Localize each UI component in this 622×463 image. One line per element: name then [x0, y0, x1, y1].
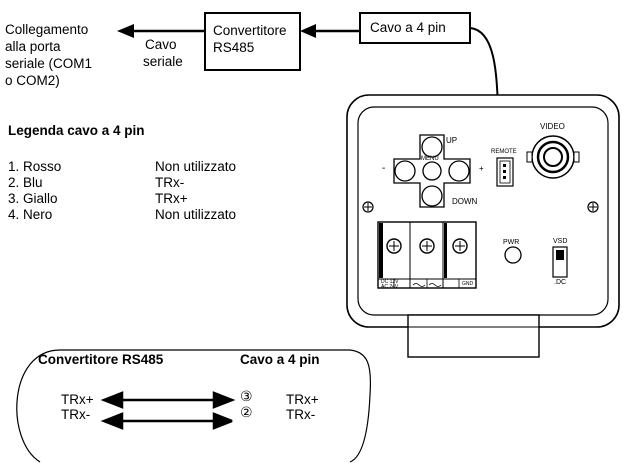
dpad — [393, 134, 471, 208]
cable-to-converter-arrowhead — [300, 24, 316, 38]
video-connector — [526, 135, 580, 179]
cable-4pin-label: Cavo a 4 pin — [370, 20, 446, 35]
camera-minus-label: - — [382, 163, 386, 174]
serial-cable-label-2: seriale — [143, 54, 183, 69]
wiring-right-trx-minus: TRx- — [286, 407, 316, 422]
camera-plus-label: + — [479, 164, 484, 173]
pc-link-line-3: seriale (COM1 — [5, 56, 93, 71]
wiring-pin-3: ③ — [240, 388, 253, 404]
wiring-right-trx-plus: TRx+ — [286, 392, 319, 407]
wiring-left-trx-minus: TRx- — [61, 407, 91, 422]
converter-label-2: RS485 — [213, 40, 255, 55]
legend-wire-4: 4. Nero — [8, 207, 53, 222]
cable-4pin-box — [359, 12, 471, 44]
legend-wire-2: 2. Blu — [8, 175, 43, 190]
serial-cable-label-1: Cavo — [145, 37, 177, 52]
wiring-arrows — [100, 391, 236, 430]
legend-title: Legenda cavo a 4 pin — [8, 123, 145, 138]
vsd-switch — [552, 246, 568, 278]
wiring-right-title: Cavo a 4 pin — [240, 352, 320, 367]
pc-link-line-1: Collegamento — [5, 22, 89, 37]
wiring-left-trx-plus: TRx+ — [61, 392, 94, 407]
converter-box — [204, 12, 301, 71]
pc-link-line-2: alla porta — [5, 39, 61, 54]
legend-signal-2: TRx- — [155, 175, 185, 190]
legend-signal-3: TRx+ — [155, 191, 188, 206]
camera-down-label: DOWN — [452, 197, 478, 206]
wiring-panel-outline — [16, 349, 372, 463]
terminal-block — [377, 221, 477, 289]
legend-wire-3: 3. Giallo — [8, 191, 58, 206]
camera-vsd-label: VSD — [553, 238, 568, 245]
remote-connector — [496, 157, 514, 187]
pwr-led — [504, 246, 522, 264]
legend-signal-1: Non utilizzato — [155, 159, 237, 174]
legend-signal-4: Non utilizzato — [155, 207, 237, 222]
terminal-power-label-2: AC 24V — [381, 284, 399, 290]
terminal-gnd-label: GND — [462, 281, 474, 287]
camera-pwr-label: PWR — [503, 239, 520, 246]
pc-link-line-4: o COM2) — [5, 73, 60, 88]
camera-menu-label: MENU — [421, 156, 439, 162]
wiring-pin-2: ② — [240, 404, 253, 420]
camera-dc-label: .DC — [554, 279, 567, 286]
camera-video-label: VIDEO — [540, 122, 565, 131]
legend-wire-1: 1. Rosso — [8, 159, 62, 174]
wiring-left-title: Convertitore RS485 — [38, 352, 164, 367]
converter-label-1: Convertitore — [213, 23, 287, 38]
camera-up-label: UP — [446, 136, 458, 145]
camera-remote-label: REMOTE — [491, 149, 517, 155]
serial-cable-arrowhead — [117, 24, 134, 38]
terminal-power-label-1: DC 12V — [381, 279, 399, 285]
